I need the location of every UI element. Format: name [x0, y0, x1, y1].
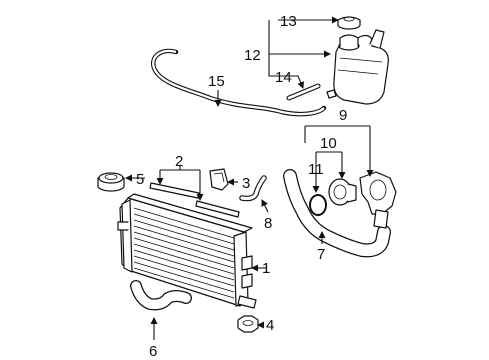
radiator-cap	[97, 172, 125, 192]
leader-lines	[125, 16, 374, 340]
callout-6: 6	[149, 343, 157, 360]
coolant-reservoir	[326, 29, 389, 105]
callout-13: 13	[280, 13, 297, 30]
bracket	[209, 168, 229, 191]
callout-labels: 2 3 5 8 1 4 6 7 9 10 11 12 13 14 15	[136, 13, 347, 360]
thermostat-housing	[359, 171, 397, 229]
overflow-hose	[150, 48, 327, 117]
callout-3: 3	[242, 175, 250, 192]
callout-9: 9	[339, 107, 347, 124]
radiator-core-fins	[133, 207, 235, 299]
reservoir-cap	[337, 16, 361, 30]
callout-8: 8	[264, 215, 272, 232]
callout-14: 14	[275, 69, 292, 86]
drain-plug	[237, 315, 259, 333]
callout-5: 5	[136, 171, 144, 188]
radiator	[117, 193, 257, 309]
lower-radiator-hose	[130, 280, 192, 311]
short-hose	[286, 83, 321, 101]
callout-11: 11	[308, 161, 324, 178]
callout-2: 2	[175, 153, 183, 170]
callout-12: 12	[244, 47, 261, 64]
gasket-ring	[309, 194, 327, 216]
callout-4: 4	[266, 317, 274, 334]
callout-1: 1	[262, 260, 270, 277]
callout-10: 10	[320, 135, 337, 152]
callout-7: 7	[317, 246, 325, 263]
thermostat	[328, 178, 357, 206]
upper-radiator-hose	[283, 169, 391, 258]
small-hose	[239, 175, 267, 202]
callout-15: 15	[208, 73, 225, 90]
